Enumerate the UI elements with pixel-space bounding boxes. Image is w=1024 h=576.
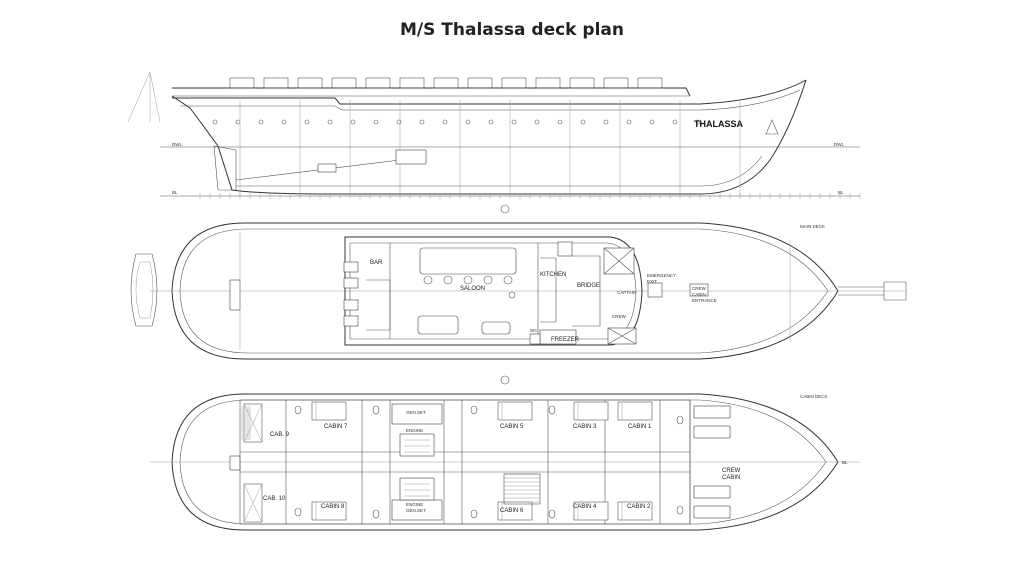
cabin-10-label: CAB. 10 — [263, 496, 286, 502]
cabin-4-label: CABIN 4 — [573, 504, 597, 510]
bridge-label: BRIDGE — [577, 283, 600, 289]
crew-label: CREW — [612, 314, 627, 319]
side-profile: THALASSA DWL DWL BL BL — [127, 71, 861, 214]
crew-cabin-entrance-line-3: ENTRANCE — [692, 298, 717, 303]
kitchen-label: KITCHEN — [540, 272, 566, 278]
crew-cabin-entrance-line-1: CREW — [692, 286, 707, 291]
engine-top-label: ENGINE — [406, 428, 423, 433]
cabin-7-label: CABIN 7 — [324, 424, 348, 430]
cabin-3-label: CABIN 3 — [573, 424, 597, 430]
crew-cabin-line-2: CABIN — [722, 475, 740, 481]
main-deck-label: MAIN DECK — [800, 224, 825, 229]
crew-cabin-line-1: CREW — [722, 468, 741, 474]
cabin-9-label: CAB. 9 — [270, 432, 290, 438]
bar-label: BAR — [370, 260, 383, 266]
captain-label: CAPTAIN — [617, 290, 636, 295]
saloon-label: SALOON — [460, 286, 485, 292]
page-title: M/S Thalassa deck plan — [400, 20, 624, 40]
wc-main-label: WC — [530, 328, 538, 333]
genset-bottom-label: GEN.SET — [406, 508, 426, 513]
cabin-2-label: CABIN 2 — [627, 504, 651, 510]
bl-cabin-label: BL — [842, 460, 848, 465]
freezer-label: FREEZER — [551, 337, 580, 343]
cabin-5-label: CABIN 5 — [500, 424, 524, 430]
cabin-8-label: CABIN 8 — [321, 504, 345, 510]
cabin-deck-label: CABIN DECK — [800, 394, 828, 399]
bl-right-label: BL — [838, 190, 844, 195]
emergency-exit-line-2: EXIT — [647, 279, 657, 284]
crew-cabin-entrance-line-2: CABIN — [692, 292, 706, 297]
dwl-left-label: DWL — [172, 142, 182, 147]
cabin-deck-plan: CABIN DECK BL GEN.SET GEN.SET ENGINE ENG… — [150, 393, 860, 531]
ship-name-label: THALASSA — [694, 119, 743, 129]
cabin-6-label: CABIN 6 — [500, 508, 524, 514]
genset-top-label: GEN.SET — [406, 410, 426, 415]
emergency-exit-line-1: EMERGENCY — [647, 273, 676, 278]
engine-bottom-label: ENGINE — [406, 502, 423, 507]
main-deck-plan: MAIN DECK — [130, 222, 907, 385]
bl-left-label: BL — [172, 190, 178, 195]
cabin-1-label: CABIN 1 — [628, 424, 652, 430]
dwl-right-label: DWL — [834, 142, 844, 147]
